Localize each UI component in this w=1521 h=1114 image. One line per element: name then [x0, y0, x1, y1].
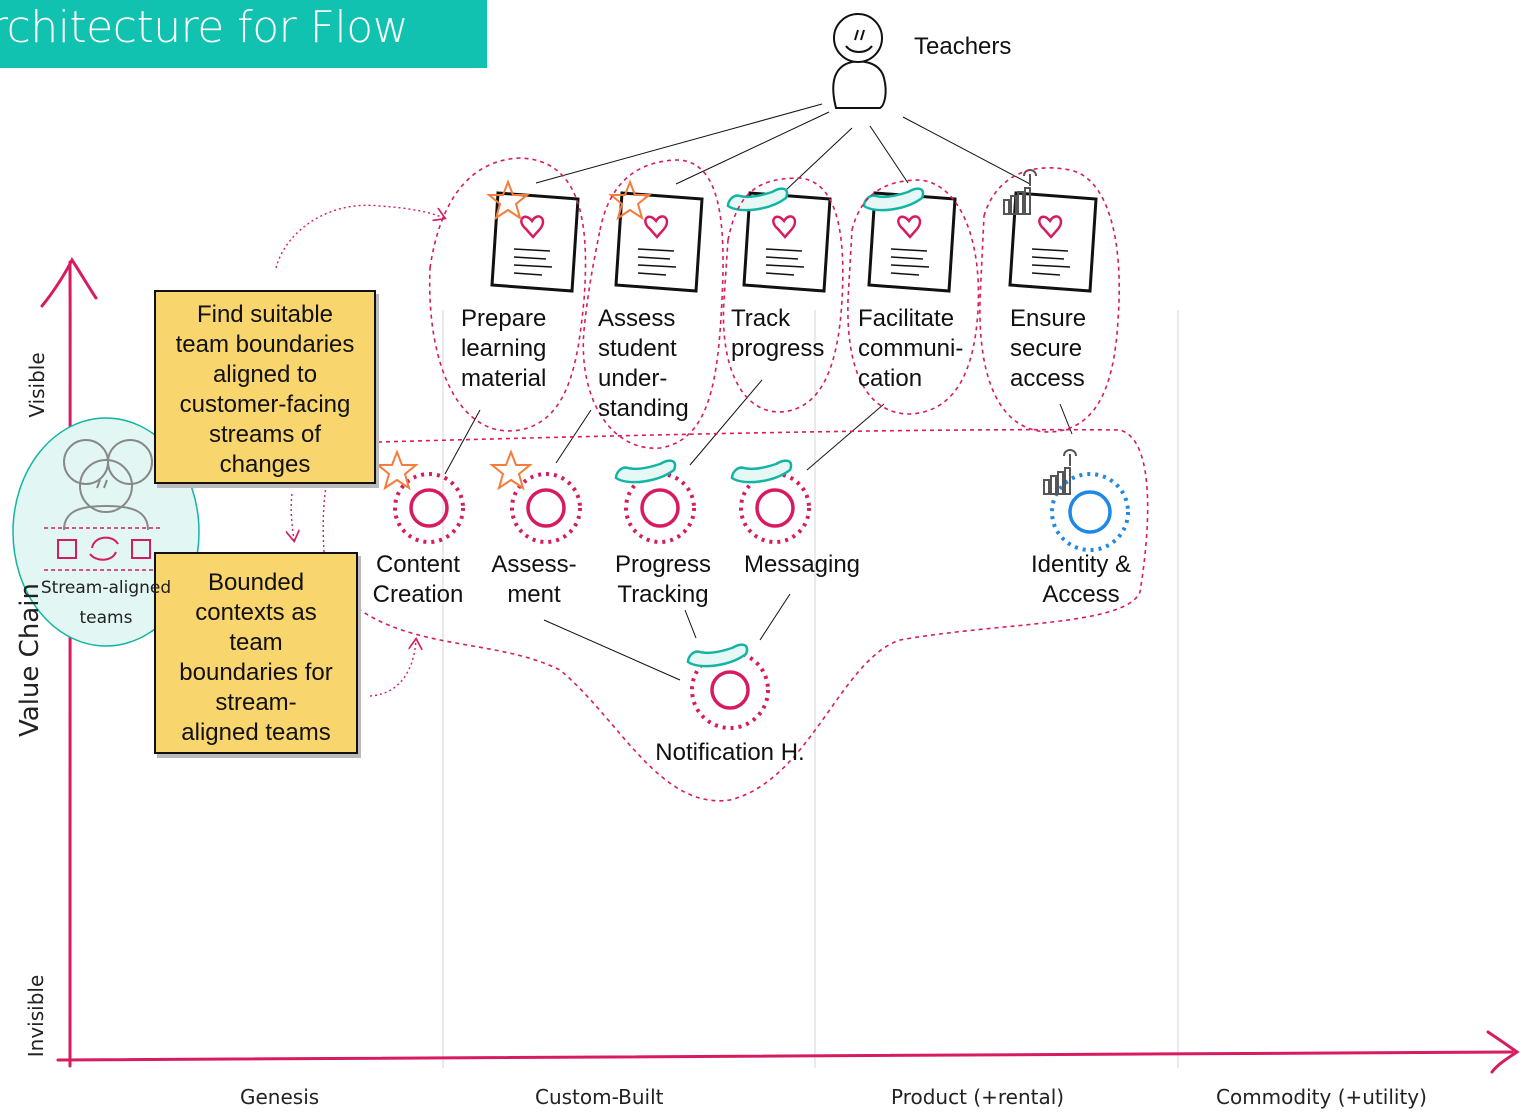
need-document-facilitate [867, 191, 957, 293]
component-messaging [739, 472, 811, 544]
need-document-prepare [490, 191, 580, 293]
sticky-note-team-boundaries: Find suitable team boundaries aligned to… [154, 290, 376, 484]
star-icon [608, 179, 652, 221]
need-document-assess [614, 191, 704, 293]
y-axis-arrowhead [40, 257, 98, 308]
hand-icon [862, 187, 925, 212]
need-label-assess: Assess student under- standing [598, 305, 689, 422]
title-bar: rchitecture for Flow [0, 0, 487, 68]
user-need-links [535, 103, 1031, 191]
team-boundaries [359, 157, 1149, 802]
x-axis-arrowhead [1486, 1030, 1520, 1074]
evolution-product: Product (+rental) [891, 1085, 1065, 1109]
hand-icons [614, 187, 925, 668]
star-icons [375, 179, 652, 491]
y-axis-title: Value Chain [15, 583, 45, 737]
y-axis-line [68, 260, 72, 1068]
dependency-links [444, 379, 1073, 681]
component-label-notification-hub: Notification H. [655, 739, 805, 766]
boundary-assess [582, 159, 724, 449]
arrow-note-down [291, 493, 294, 540]
user-label: Teachers [914, 33, 1012, 60]
need-label-track: Track progress [731, 305, 825, 362]
component-progress-tracking [624, 472, 696, 544]
hand-icon [730, 459, 793, 484]
arrow-to-needs [275, 204, 444, 269]
hand-icon [686, 643, 749, 668]
axes [40, 257, 1520, 1074]
sticky-note-bounded-contexts: Bounded contexts as team boundaries for … [154, 552, 358, 754]
arrow-to-boundary [369, 640, 416, 697]
component-label-assessment: Assess- ment [491, 551, 577, 608]
arrow-note-up [322, 473, 329, 553]
component-content-creation [393, 472, 465, 544]
component-assessment [510, 472, 582, 544]
evolution-commodity: Commodity (+utility) [1216, 1085, 1427, 1109]
need-label-facilitate: Facilitate communi- cation [858, 305, 964, 392]
star-icon [375, 449, 419, 491]
teacher-user-icon [832, 13, 887, 109]
need-label-ensure: Ensure secure access [1010, 305, 1087, 392]
evolution-genesis: Genesis [240, 1085, 320, 1109]
hand-icon [614, 459, 677, 484]
annotation-arrows [275, 204, 444, 697]
need-label-prepare: Prepare learning material [461, 305, 547, 392]
star-icon [486, 179, 530, 221]
component-label-messaging: Messaging [743, 551, 861, 578]
stream-aligned-team-icon [12, 417, 200, 647]
component-label-progress-tracking: Progress Tracking [614, 551, 712, 608]
team-label: Stream-aligned teams [40, 578, 172, 628]
wrench-hand-icon [1003, 169, 1037, 215]
evolution-custom-built: Custom-Built [535, 1085, 664, 1109]
need-document-ensure [1008, 191, 1098, 293]
boundary-prepare [428, 157, 587, 432]
need-document-track [742, 191, 832, 293]
star-icon [489, 449, 533, 491]
wrench-hand-icons [1003, 169, 1077, 495]
need-documents [490, 191, 1098, 293]
x-axis-line [56, 1050, 1514, 1062]
component-label-content-creation: Content Creation [372, 551, 464, 608]
wrench-hand-icon [1043, 449, 1077, 495]
boundary-ensure [979, 167, 1121, 433]
stage-dividers [442, 310, 1179, 1068]
y-axis-bottom-label: Invisible [24, 974, 48, 1058]
component-label-identity-access: Identity & Access [1030, 551, 1132, 608]
component-identity-access [1050, 472, 1130, 552]
boundary-track [722, 177, 844, 413]
hand-icon [726, 187, 789, 212]
y-axis-top-label: Visible [25, 352, 49, 418]
page-title: rchitecture for Flow [0, 2, 409, 53]
boundary-platform [359, 428, 1149, 802]
